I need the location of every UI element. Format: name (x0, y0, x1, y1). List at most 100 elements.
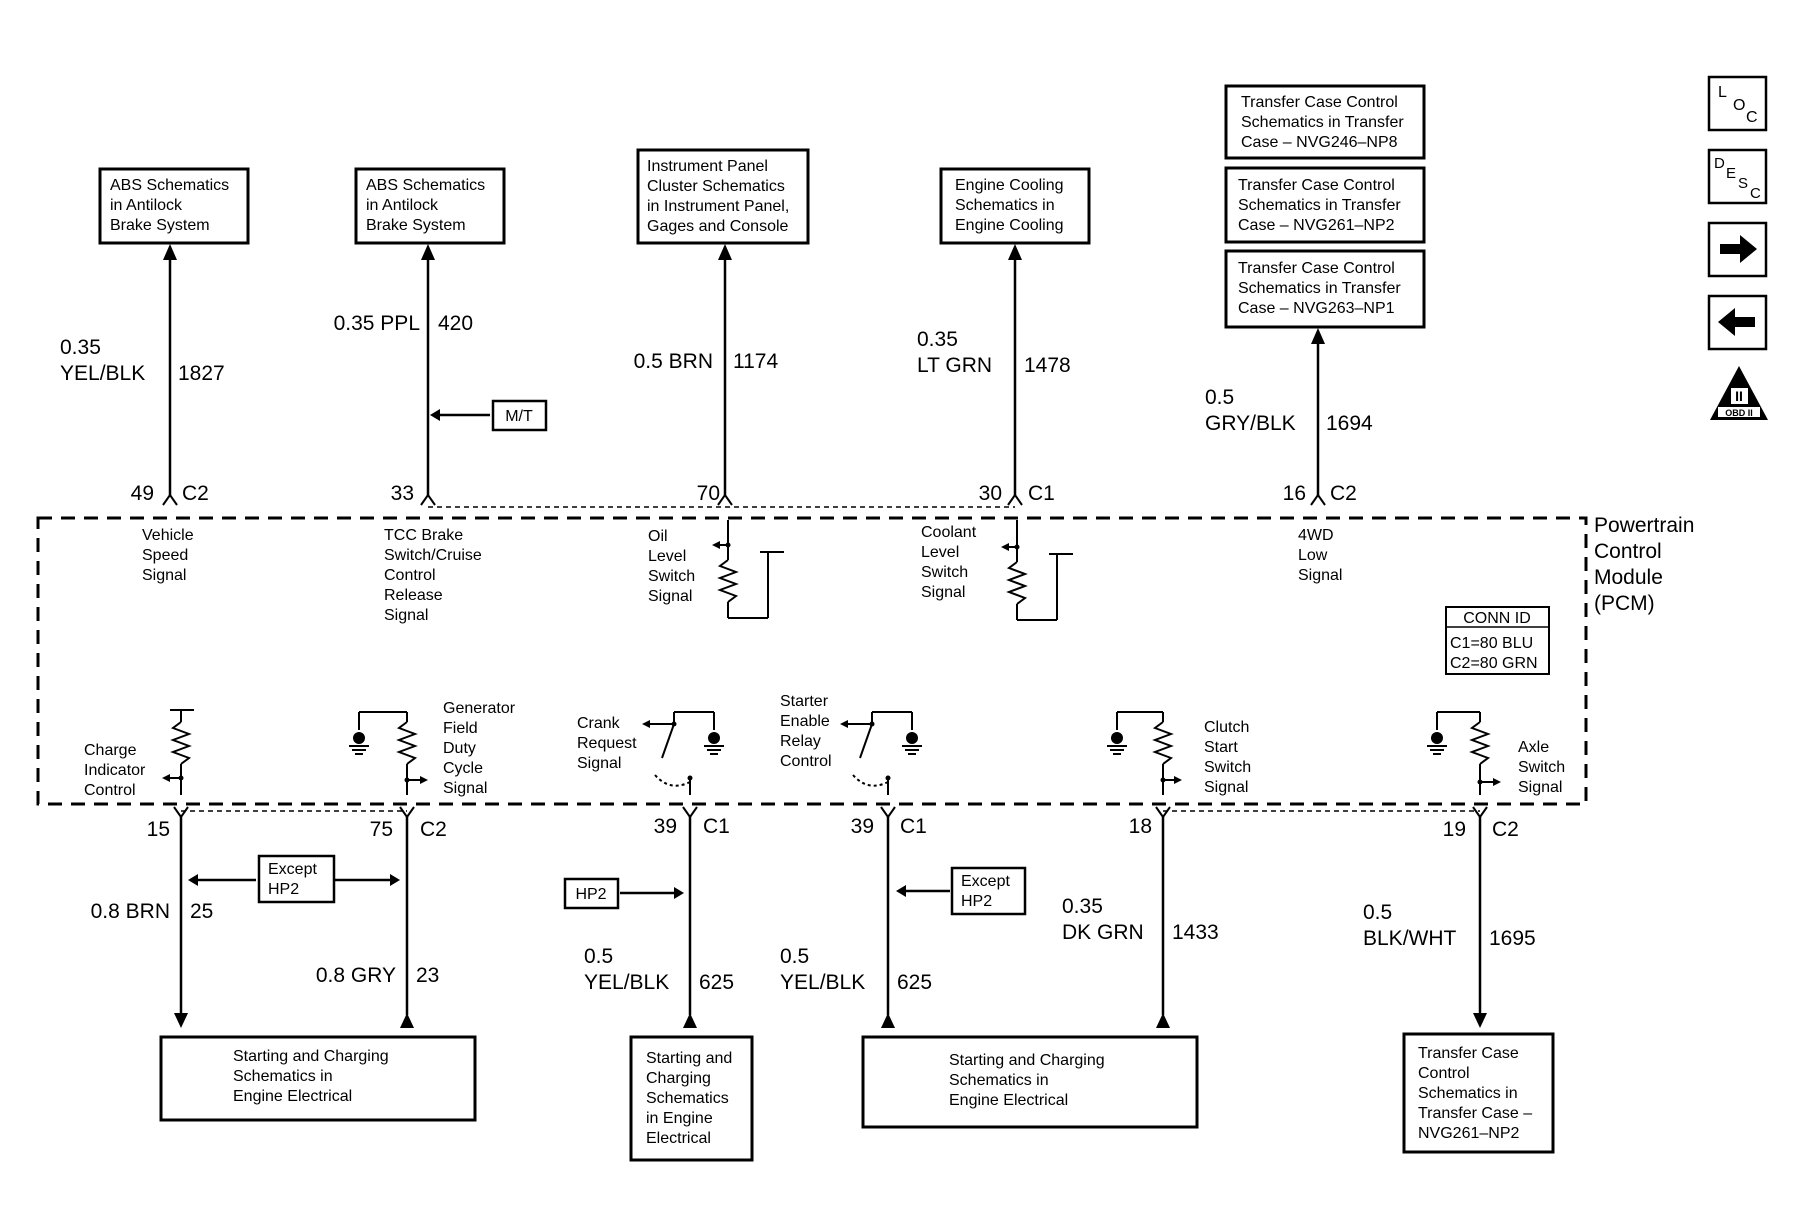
oil-level-switch-symbol (717, 520, 784, 619)
bottom-box-starting-charging-2[interactable]: Starting and Charging Schematics in Engi… (629, 1035, 754, 1162)
wire-color-1433: DK GRN (1062, 921, 1144, 944)
wire-color-1695: BLK/WHT (1363, 927, 1457, 950)
signal-crank-3: Signal (577, 755, 621, 772)
wire-size-1695: 0.5 (1363, 901, 1392, 924)
pin-70: 70 (697, 482, 720, 505)
option-except-hp2-right: Except HP2 (896, 866, 1027, 916)
svg-text:Gages and Console: Gages and Console (647, 218, 789, 235)
loc-icon[interactable]: L O C (1707, 75, 1768, 132)
svg-text:in Instrument Panel,: in Instrument Panel, (647, 198, 789, 215)
svg-text:Transfer Case: Transfer Case (1418, 1045, 1519, 1062)
bottom-box-transfer-np2[interactable]: Transfer Case Control Schematics in Tran… (1402, 1032, 1555, 1154)
svg-text:Case – NVG261–NP2: Case – NVG261–NP2 (1238, 217, 1395, 234)
bottom-box-starting-charging-1[interactable]: Starting and Charging Schematics in Engi… (159, 1035, 477, 1122)
wire-size-1433: 0.35 (1062, 895, 1103, 918)
top-box-transfer-np8[interactable]: Transfer Case Control Schematics in Tran… (1224, 84, 1426, 160)
svg-text:Engine Electrical: Engine Electrical (233, 1088, 352, 1105)
signal-clutch-4: Signal (1204, 779, 1248, 796)
svg-text:Engine Cooling: Engine Cooling (955, 217, 1064, 234)
signal-gen-1: Generator (443, 700, 516, 717)
svg-text:E: E (1726, 165, 1736, 182)
bottom-box-starting-charging-3[interactable]: Starting and Charging Schematics in Engi… (861, 1035, 1199, 1129)
pin-30: 30 (979, 482, 1002, 505)
crank-request-switch-symbol (648, 711, 724, 795)
signal-oil-3: Switch (648, 568, 695, 585)
signal-clutch-1: Clutch (1204, 719, 1249, 736)
top-box-transfer-np1[interactable]: Transfer Case Control Schematics in Tran… (1224, 249, 1426, 329)
pin-39-b: 39 (851, 815, 874, 838)
wire-color-1827: YEL/BLK (60, 362, 145, 385)
connector-c1-bottom-2: C1 (900, 815, 927, 838)
pcm-boundary (36, 516, 1588, 806)
svg-text:Schematics: Schematics (646, 1090, 729, 1107)
signal-starter-3: Relay (780, 733, 821, 750)
option-hp2: HP2 (563, 877, 684, 910)
svg-text:Transfer Case –: Transfer Case – (1418, 1105, 1532, 1122)
signal-tcc-1: TCC Brake (384, 527, 463, 544)
svg-text:OBD II: OBD II (1725, 408, 1753, 418)
signal-gen-5: Signal (443, 780, 487, 797)
svg-text:Schematics in Transfer: Schematics in Transfer (1238, 197, 1401, 214)
svg-text:Starting and Charging: Starting and Charging (949, 1052, 1105, 1069)
clutch-start-switch-symbol (1107, 711, 1176, 795)
svg-text:Case – NVG263–NP1: Case – NVG263–NP1 (1238, 300, 1395, 317)
svg-text:C1=80 BLU: C1=80 BLU (1450, 635, 1533, 652)
svg-text:Schematics in: Schematics in (233, 1068, 333, 1085)
svg-text:S: S (1738, 175, 1748, 192)
svg-text:ABS Schematics: ABS Schematics (110, 177, 229, 194)
svg-text:Control: Control (1418, 1065, 1470, 1082)
svg-text:Cluster Schematics: Cluster Schematics (647, 178, 785, 195)
signal-coolant-1: Coolant (921, 524, 977, 541)
obd-ii-icon[interactable]: II OBD II (1710, 366, 1768, 420)
wire-size-625-b: 0.5 (780, 945, 809, 968)
svg-text:Except: Except (268, 861, 317, 878)
signal-charge-1: Charge (84, 742, 137, 759)
starter-enable-switch-symbol (846, 711, 922, 795)
signal-starter-4: Control (780, 753, 832, 770)
svg-text:Schematics in Transfer: Schematics in Transfer (1241, 114, 1404, 131)
top-box-instrument-panel[interactable]: Instrument Panel Cluster Schematics in I… (636, 148, 810, 245)
svg-text:Transfer Case Control: Transfer Case Control (1241, 94, 1398, 111)
svg-text:Brake System: Brake System (110, 217, 210, 234)
wire-circuit-1478: 1478 (1024, 354, 1071, 377)
desc-icon[interactable]: D E S C (1707, 148, 1768, 205)
top-box-engine-cooling[interactable]: Engine Cooling Schematics in Engine Cool… (939, 167, 1091, 245)
signal-starter-1: Starter (780, 693, 829, 710)
prev-arrow-icon[interactable] (1707, 294, 1768, 351)
wire-size-1827: 0.35 (60, 336, 101, 359)
next-arrow-icon[interactable] (1707, 221, 1768, 278)
svg-text:in Antilock: in Antilock (110, 197, 183, 214)
wire-circuit-625-b: 625 (897, 971, 932, 994)
wire-color-1478: LT GRN (917, 354, 992, 377)
svg-text:HP2: HP2 (961, 893, 992, 910)
signal-clutch-2: Start (1204, 739, 1238, 756)
pin-19: 19 (1443, 818, 1466, 841)
signal-vehicle-speed-1: Vehicle (142, 527, 194, 544)
generator-field-symbol (349, 711, 422, 795)
wire-color-625-b: YEL/BLK (780, 971, 865, 994)
signal-axle-1: Axle (1518, 739, 1549, 756)
signal-clutch-3: Switch (1204, 759, 1251, 776)
svg-text:(PCM): (PCM) (1594, 592, 1655, 615)
connector-c2-bottom-1: C2 (420, 818, 447, 841)
wire-circuit-25: 25 (190, 900, 213, 923)
top-box-abs-2[interactable]: ABS Schematics in Antilock Brake System (354, 167, 506, 245)
top-box-abs-1[interactable]: ABS Schematics in Antilock Brake System (98, 167, 250, 245)
svg-text:NVG261–NP2: NVG261–NP2 (1418, 1125, 1519, 1142)
wire-circuit-1694: 1694 (1326, 412, 1373, 435)
signal-vehicle-speed-3: Signal (142, 567, 186, 584)
connector-c2-top-2: C2 (1330, 482, 1357, 505)
svg-text:Schematics in: Schematics in (1418, 1085, 1518, 1102)
wire-size-23: 0.8 GRY (316, 964, 396, 987)
top-box-transfer-np2[interactable]: Transfer Case Control Schematics in Tran… (1224, 166, 1426, 244)
svg-text:Control: Control (1594, 540, 1662, 563)
pin-15: 15 (147, 818, 170, 841)
svg-text:D: D (1714, 155, 1725, 172)
signal-crank-2: Request (577, 735, 637, 752)
svg-text:Transfer Case Control: Transfer Case Control (1238, 260, 1395, 277)
signal-4wd-1: 4WD (1298, 527, 1334, 544)
signal-tcc-5: Signal (384, 607, 428, 624)
signal-crank-1: Crank (577, 715, 621, 732)
signal-coolant-2: Level (921, 544, 959, 561)
